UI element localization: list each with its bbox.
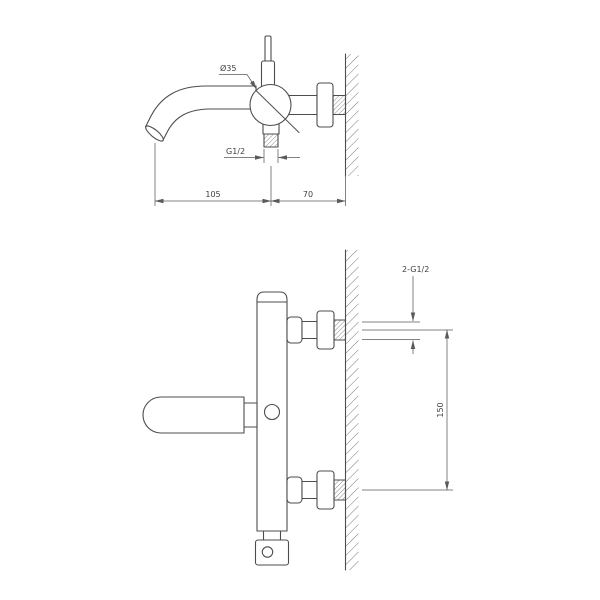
top-connection-nut <box>286 316 303 344</box>
diameter-leader <box>219 74 257 90</box>
side-view <box>144 35 359 177</box>
spacing-label: 150 <box>436 402 445 417</box>
handle-rod <box>264 35 272 65</box>
spout-front <box>142 396 245 434</box>
lever-indicator-line <box>255 90 300 133</box>
diameter-label: Ø35 <box>220 63 236 73</box>
side-body-connector <box>288 94 318 116</box>
thread-label: G1/2 <box>226 147 245 156</box>
front-view <box>142 249 359 571</box>
spout-mouth <box>145 125 164 142</box>
front-wall-hatch <box>345 250 359 570</box>
side-view-dimensions: Ø35 G1/2 105 70 <box>154 63 346 206</box>
side-escutcheon <box>316 82 334 128</box>
hose-outlet-circle <box>261 546 274 558</box>
side-wall-hatch <box>345 54 359 176</box>
bottom-connection-pipe <box>301 480 318 500</box>
handle-grip <box>260 60 276 89</box>
wall-offset-label: 70 <box>303 190 313 199</box>
front-view-dimensions: 2-G1/2 150 <box>362 265 453 491</box>
top-connection-pipe <box>301 320 318 340</box>
outlet-neck <box>262 530 282 541</box>
top-escutcheon <box>316 310 335 350</box>
spout-reach-label: 105 <box>205 190 220 199</box>
spout-side <box>144 85 257 142</box>
outlet-thread <box>263 133 279 148</box>
diverter-circle <box>263 403 281 421</box>
bottom-connection-nut <box>286 476 303 504</box>
threads-label: 2-G1/2 <box>402 265 429 274</box>
side-wall-nipple <box>332 94 347 116</box>
bottom-wall-nipple <box>333 479 347 501</box>
bottom-escutcheon <box>316 470 335 510</box>
top-wall-nipple <box>333 319 347 341</box>
